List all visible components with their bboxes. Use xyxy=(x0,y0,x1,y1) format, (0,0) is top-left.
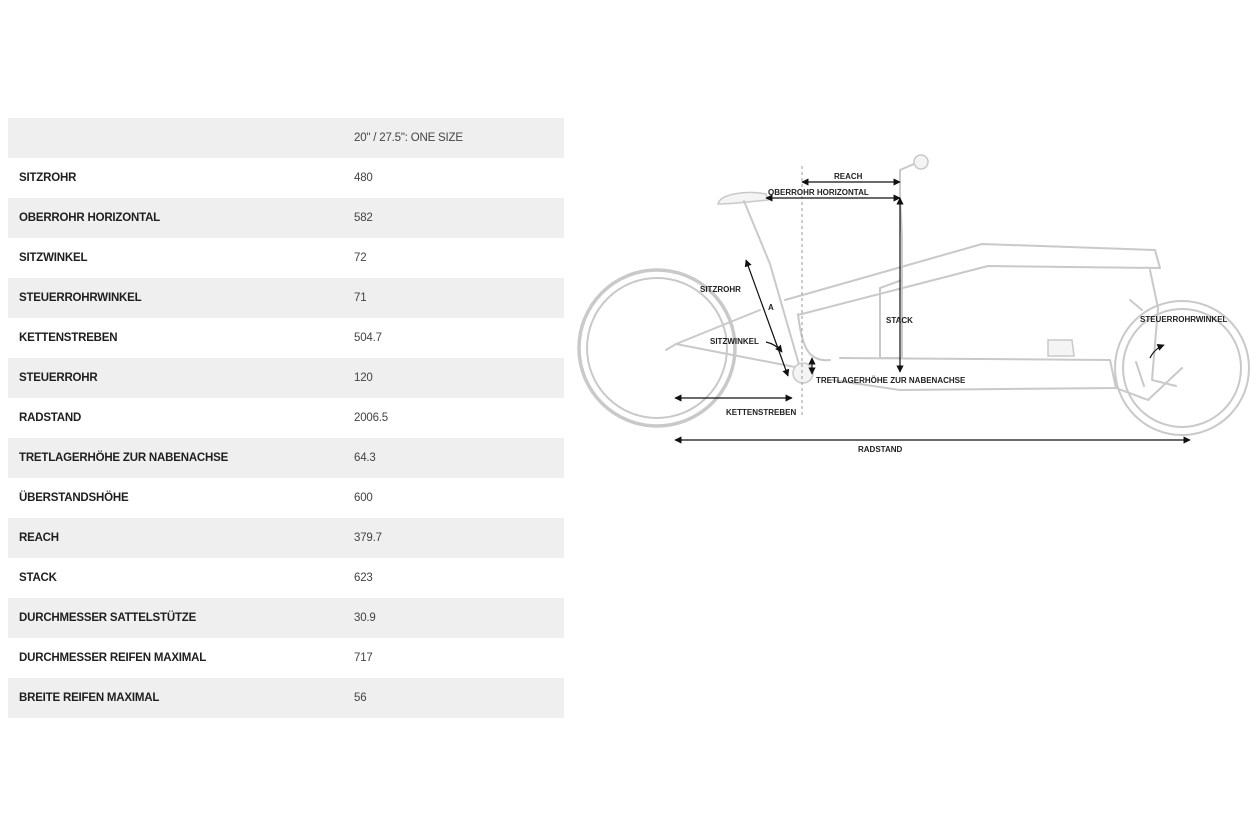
row-label: STACK xyxy=(19,572,57,584)
row-value: 71 xyxy=(354,278,564,318)
row-label: DURCHMESSER REIFEN MAXIMAL xyxy=(19,652,207,664)
row-value: 623 xyxy=(354,572,373,584)
cargo-box xyxy=(831,357,1117,391)
seat-angle-arc xyxy=(765,341,783,353)
label-seat-angle: SITZWINKEL xyxy=(710,337,759,346)
label-top-tube: OBERROHR HORIZONTAL xyxy=(768,188,869,197)
header-label-cell xyxy=(8,118,354,158)
rear-wheel xyxy=(577,268,737,428)
row-value: 379.7 xyxy=(354,518,564,558)
table-row: DURCHMESSER REIFEN MAXIMAL 717 xyxy=(8,638,564,678)
handlebar-end xyxy=(913,154,929,170)
front-fork-detail xyxy=(1129,299,1145,387)
row-label: REACH xyxy=(8,518,354,558)
table-row: KETTENSTREBEN 504.7 xyxy=(8,318,564,358)
row-label: SITZROHR xyxy=(19,172,77,184)
row-label: ÜBERSTANDSHÖHE xyxy=(19,492,129,504)
row-value: 64.3 xyxy=(354,438,564,478)
row-label: DURCHMESSER SATTELSTÜTZE xyxy=(8,598,354,638)
label-stack: STACK xyxy=(886,316,913,325)
label-seat-tube: SITZROHR xyxy=(700,285,741,294)
cargo-bike-geometry-diagram: REACH OBERROHR HORIZONTAL SITZROHR A STA… xyxy=(577,154,1250,454)
dropout xyxy=(665,343,677,351)
row-label: RADSTAND xyxy=(19,412,82,424)
cargo-box-handle xyxy=(1047,339,1075,357)
table-row: SITZWINKEL 72 xyxy=(8,238,564,278)
row-label: TRETLAGERHÖHE ZUR NABENACHSE xyxy=(8,438,354,478)
crankset xyxy=(792,362,814,384)
row-label: BREITE REIFEN MAXIMAL xyxy=(8,678,354,718)
row-value: 480 xyxy=(354,172,373,184)
head-angle-arc xyxy=(1149,344,1165,359)
table-row: ÜBERSTANDSHÖHE 600 xyxy=(8,478,564,518)
row-value: 600 xyxy=(354,492,373,504)
saddle xyxy=(717,191,770,205)
row-value: 717 xyxy=(354,652,373,664)
label-seat-tube-marker: A xyxy=(768,303,774,312)
row-value: 56 xyxy=(354,678,564,718)
row-label: OBERROHR HORIZONTAL xyxy=(8,198,354,238)
chainstay-curve xyxy=(797,313,831,362)
row-value: 582 xyxy=(354,198,564,238)
label-head-angle: STEUERROHRWINKEL xyxy=(1140,315,1228,324)
row-value: 120 xyxy=(354,358,564,398)
bike-outline xyxy=(577,154,1250,436)
steering-link xyxy=(1115,367,1183,401)
seat-tube-dimension xyxy=(744,259,790,377)
label-bb-height: TRETLAGERHÖHE ZUR NABENACHSE xyxy=(816,376,966,385)
row-label: KETTENSTREBEN xyxy=(19,332,118,344)
front-fork xyxy=(1149,269,1177,387)
down-tube xyxy=(784,243,1161,316)
row-value: 504.7 xyxy=(354,332,382,344)
handlebar-stem xyxy=(899,163,915,199)
label-wheelbase: RADSTAND xyxy=(858,445,903,454)
table-row: SITZROHR 480 xyxy=(8,158,564,198)
geometry-table: 20" / 27.5": ONE SIZE SITZROHR 480 OBERRO… xyxy=(8,118,564,718)
table-header-row: 20" / 27.5": ONE SIZE xyxy=(8,118,564,158)
row-label: STEUERROHRWINKEL xyxy=(8,278,354,318)
row-value: 2006.5 xyxy=(354,412,388,424)
row-value: 72 xyxy=(354,252,367,264)
table-row: RADSTAND 2006.5 xyxy=(8,398,564,438)
front-wheel-rim xyxy=(1122,308,1242,428)
rear-rim xyxy=(586,277,728,419)
row-label: SITZWINKEL xyxy=(19,252,88,264)
row-value: 30.9 xyxy=(354,598,564,638)
label-chainstays: KETTENSTREBEN xyxy=(726,408,796,417)
header-size-cell: 20" / 27.5": ONE SIZE xyxy=(354,118,564,158)
front-wheel-outer xyxy=(1114,300,1250,436)
table-row: STACK 623 xyxy=(8,558,564,598)
label-reach: REACH xyxy=(834,172,863,181)
row-label: STEUERROHR xyxy=(8,358,354,398)
